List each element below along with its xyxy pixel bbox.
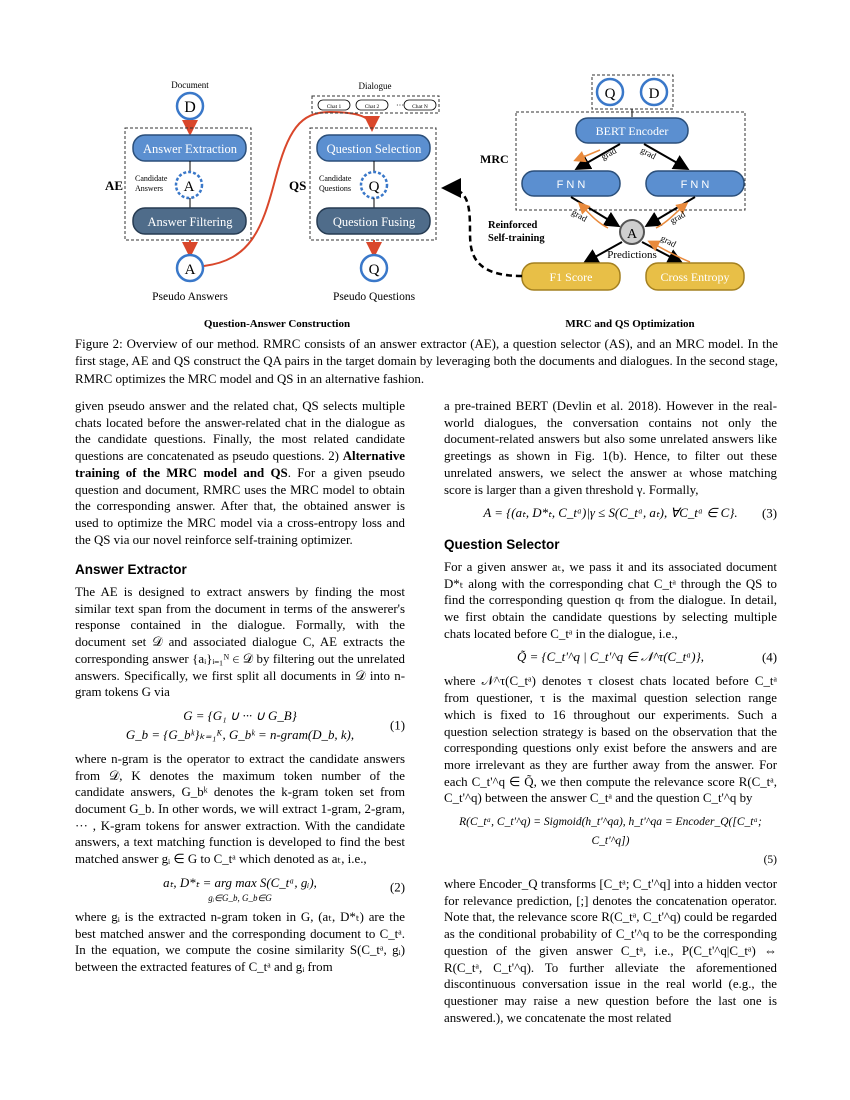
document-node: D bbox=[175, 91, 205, 121]
svg-text:A: A bbox=[185, 262, 196, 278]
svg-text:Answer Filtering: Answer Filtering bbox=[147, 215, 233, 229]
grad-label-1: grad bbox=[599, 145, 618, 162]
right-paragraph-2: For a given answer aₜ, we pass it and it… bbox=[444, 559, 777, 641]
document-label: Document bbox=[171, 80, 209, 90]
equation-3: A = {(aₜ, D*ₜ, C_tᵃ)|γ ≤ S(C_tᵃ, aₜ), ∀C… bbox=[483, 506, 777, 521]
q-input-node: Q bbox=[595, 77, 625, 107]
method-overview-figure: Document D AE Answer Extraction Candidat… bbox=[105, 74, 746, 330]
left-panel-title: Question-Answer Construction bbox=[204, 318, 350, 330]
svg-text:Question Selection: Question Selection bbox=[327, 142, 423, 156]
answer-extraction-box: Answer Extraction bbox=[132, 134, 247, 162]
qs-label: QS bbox=[289, 178, 306, 193]
svg-text:A: A bbox=[184, 179, 195, 195]
svg-text:F N N: F N N bbox=[681, 179, 710, 191]
ae-label: AE bbox=[105, 178, 123, 193]
right-column: a pre-trained BERT (Devlin et al. 2018).… bbox=[444, 398, 777, 1026]
chat-n: Chat N bbox=[403, 99, 437, 111]
predictions-label: Predictions bbox=[607, 249, 657, 261]
pseudo-answers-label: Pseudo Answers bbox=[152, 291, 228, 303]
pseudo-answer-node: A bbox=[175, 253, 205, 283]
equation-5: R(C_tᵃ, C_t'^q) = Sigmoid(h_t'^qa), h_t'… bbox=[459, 816, 777, 867]
answer-to-selection-arrow bbox=[203, 110, 380, 267]
fnn-box-2: F N N bbox=[645, 170, 745, 197]
svg-text:Q: Q bbox=[605, 86, 616, 102]
svg-text:Chat 2: Chat 2 bbox=[365, 104, 380, 110]
right-panel-title: MRC and QS Optimization bbox=[565, 318, 694, 330]
pseudo-questions-label: Pseudo Questions bbox=[333, 291, 416, 303]
svg-text:BERT Encoder: BERT Encoder bbox=[596, 124, 669, 138]
candidate-answers-label: Candidate Answers bbox=[135, 174, 169, 193]
svg-text:Question Fusing: Question Fusing bbox=[333, 215, 416, 229]
candidate-questions-label: Candidate Questions bbox=[319, 174, 353, 193]
reinforced-self-training-arrow bbox=[441, 178, 523, 278]
svg-text:Q: Q bbox=[369, 179, 380, 195]
question-fusing-box: Question Fusing bbox=[316, 207, 431, 235]
svg-text:Chat 1: Chat 1 bbox=[327, 104, 342, 110]
answer-extractor-heading: Answer Extractor bbox=[75, 562, 187, 578]
equation-4: Q̃ = {C_t'^q | C_t'^q ∈ 𝒩^τ(C_tᵃ)}, (4) bbox=[517, 650, 777, 665]
left-paragraph-1: given pseudo answer and the related chat… bbox=[75, 399, 405, 547]
f1-score-box: F1 Score bbox=[521, 262, 621, 291]
chat-1: Chat 1 bbox=[317, 99, 351, 111]
chat-ellipsis: ··· bbox=[396, 101, 404, 110]
chat-2: Chat 2 bbox=[355, 99, 389, 111]
svg-text:D: D bbox=[184, 99, 196, 116]
right-paragraph-3: where 𝒩^τ(C_tᵃ) denotes τ closest chats … bbox=[444, 674, 777, 806]
right-paragraph-4: where Encoder_Q transforms [C_tᵃ; C_t'^q… bbox=[444, 877, 777, 1025]
grad-label-2: grad bbox=[639, 145, 658, 162]
svg-text:Cross Entropy: Cross Entropy bbox=[661, 270, 730, 284]
svg-text:Chat N: Chat N bbox=[412, 104, 428, 110]
pseudo-question-node: Q bbox=[359, 253, 389, 283]
figure-caption: Figure 2: Overview of our method. RMRC c… bbox=[75, 337, 778, 386]
bert-encoder-box: BERT Encoder bbox=[575, 117, 689, 144]
right-paragraph-1: a pre-trained BERT (Devlin et al. 2018).… bbox=[444, 399, 777, 497]
cross-entropy-box: Cross Entropy bbox=[645, 262, 745, 291]
svg-text:Q: Q bbox=[369, 262, 380, 278]
svg-text:D: D bbox=[649, 86, 660, 102]
svg-text:Answer Extraction: Answer Extraction bbox=[143, 142, 238, 156]
left-paragraph-3: where n-gram is the operator to extract … bbox=[75, 751, 405, 867]
d-input-node: D bbox=[639, 77, 669, 107]
mrc-label: MRC bbox=[480, 152, 509, 166]
answer-filtering-box: Answer Filtering bbox=[132, 207, 247, 235]
prediction-node: A bbox=[619, 219, 645, 245]
svg-text:F1 Score: F1 Score bbox=[550, 270, 593, 284]
svg-text:F N N: F N N bbox=[557, 179, 586, 191]
svg-text:A: A bbox=[627, 227, 638, 242]
equation-2: aₜ, D*ₜ = arg max S(C_tᵃ, gᵢ), gᵢ∈G_b, G… bbox=[163, 875, 405, 903]
question-selector-heading: Question Selector bbox=[444, 537, 560, 553]
question-selection-box: Question Selection bbox=[316, 134, 431, 162]
left-paragraph-2: The AE is designed to extract answers by… bbox=[75, 585, 405, 700]
grad-label-5: grad bbox=[659, 233, 678, 250]
candidate-question-node: Q bbox=[359, 170, 389, 200]
reinforced-label: Reinforced Self-training bbox=[488, 220, 545, 244]
fnn-box-1: F N N bbox=[521, 170, 621, 197]
left-paragraph-4: where gᵢ is the extracted n-gram token i… bbox=[75, 909, 405, 974]
dialogue-label: Dialogue bbox=[359, 81, 392, 91]
candidate-answer-node: A bbox=[174, 170, 204, 200]
left-column: given pseudo answer and the related chat… bbox=[75, 398, 405, 976]
equation-1: G = {G₁ ∪ ··· ∪ G_B} G_b = {G_bᵏ}ₖ₌₁ᴷ, G… bbox=[125, 708, 405, 742]
